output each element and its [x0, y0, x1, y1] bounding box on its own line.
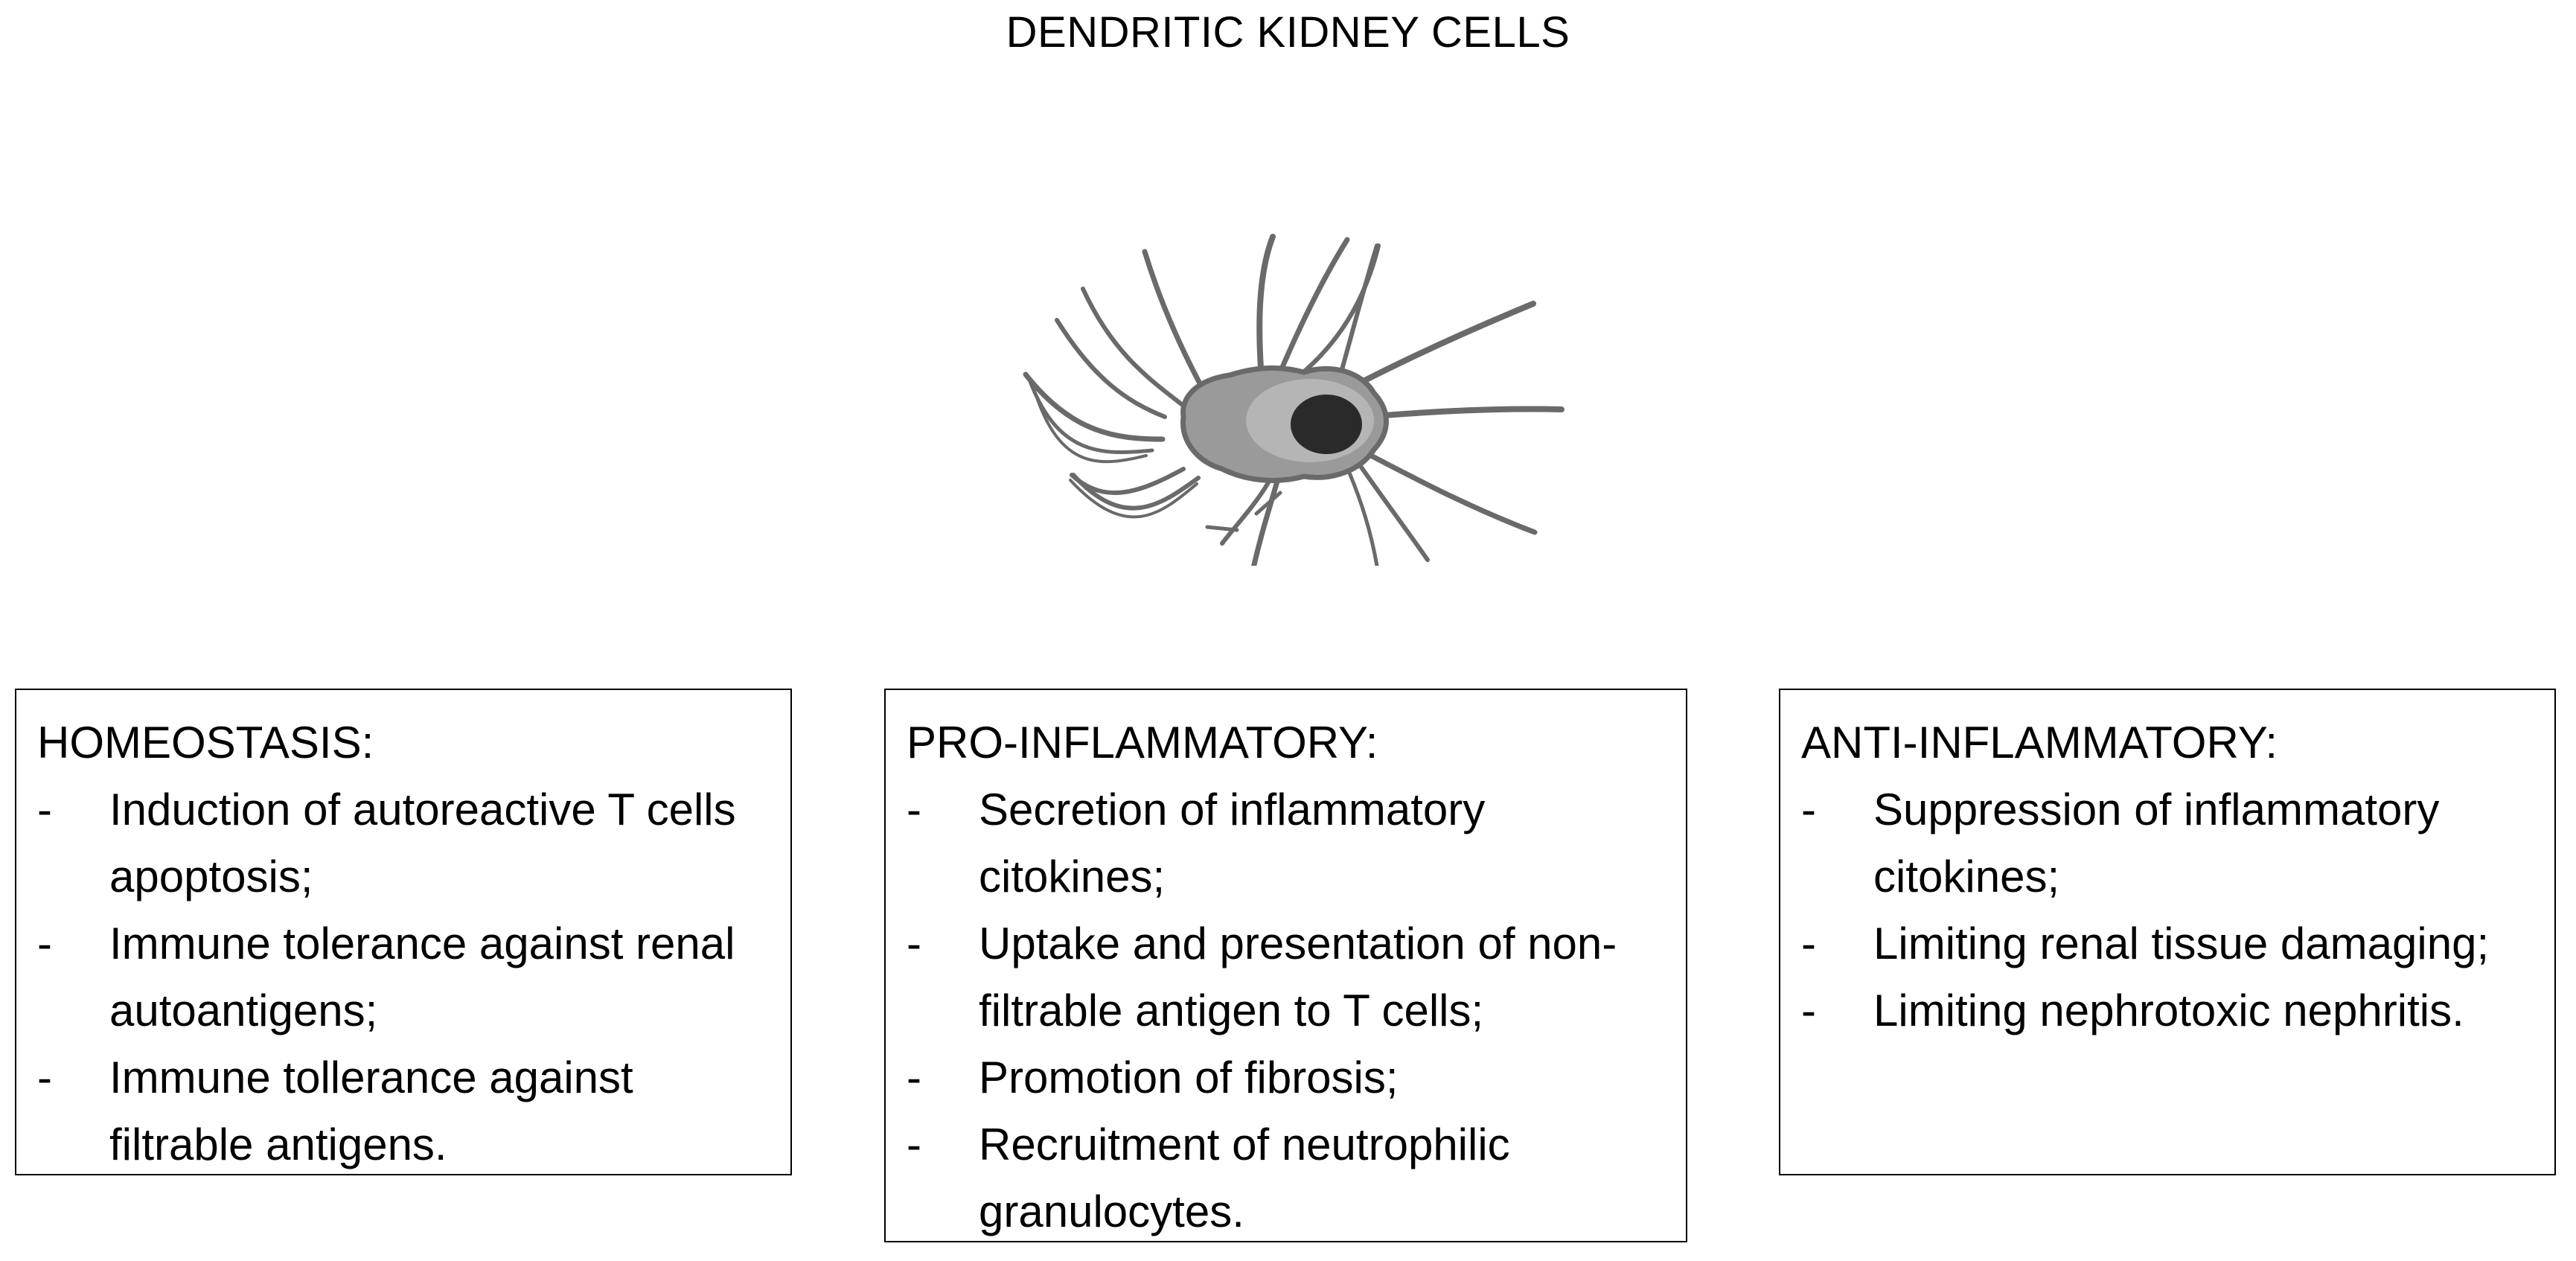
- list-item-text: Promotion of fibrosis;: [979, 1053, 1399, 1102]
- list-item: - Promotion of fibrosis;: [907, 1044, 1678, 1111]
- list-item: - Induction of autoreactive T cells apop…: [37, 776, 783, 910]
- list-item: - Secretion of inflammatory citokines;: [907, 776, 1678, 910]
- list-item-text: Uptake and presentation of non-filtrable…: [979, 919, 1617, 1035]
- list-item: - Limiting renal tissue damaging;: [1801, 910, 2547, 977]
- bullet-list-pro-inflammatory: - Secretion of inflammatory citokines; -…: [907, 776, 1678, 1245]
- list-item: - Recruitment of neutrophilic granulocyt…: [907, 1111, 1678, 1245]
- list-item: - Suppression of inflammatory citokines;: [1801, 776, 2547, 910]
- list-item-text: Induction of autoreactive T cells apopto…: [109, 785, 736, 901]
- list-item: - Immune tolerance against renal autoant…: [37, 910, 783, 1044]
- box-heading-homeostasis: HOMEOSTASIS:: [37, 718, 374, 767]
- bullet-dash-icon: -: [1801, 785, 1816, 834]
- bullet-dash-icon: -: [907, 785, 921, 834]
- bullet-dash-icon: -: [1801, 919, 1816, 968]
- list-item: - Immune tollerance against filtrable an…: [37, 1044, 783, 1178]
- list-item-text: Immune tolerance against renal autoantig…: [109, 919, 735, 1035]
- list-item-text: Limiting renal tissue damaging;: [1873, 919, 2490, 968]
- page-title: DENDRITIC KIDNEY CELLS: [1006, 8, 1570, 57]
- bullet-dash-icon: -: [37, 785, 52, 834]
- cell-nucleus: [1291, 395, 1362, 454]
- bullet-dash-icon: -: [907, 919, 921, 968]
- bullet-dash-icon: -: [907, 1120, 921, 1169]
- list-item-text: Limiting nephrotoxic nephritis.: [1873, 986, 2464, 1035]
- dendrite-branches: [1023, 234, 1565, 566]
- cell-soma: [1180, 365, 1389, 483]
- bullet-list-anti-inflammatory: - Suppression of inflammatory citokines;…: [1801, 776, 2547, 1044]
- info-box-pro-inflammatory: PRO-INFLAMMATORY: - Secretion of inflamm…: [884, 689, 1687, 1242]
- bullet-dash-icon: -: [907, 1053, 921, 1102]
- info-box-homeostasis: HOMEOSTASIS: - Induction of autoreactive…: [15, 689, 792, 1175]
- list-item: - Uptake and presentation of non-filtrab…: [907, 910, 1678, 1044]
- bullet-dash-icon: -: [1801, 986, 1816, 1035]
- bullet-dash-icon: -: [37, 1053, 52, 1102]
- list-item-text: Suppression of inflammatory citokines;: [1873, 785, 2440, 901]
- list-item: - Limiting nephrotoxic nephritis.: [1801, 977, 2547, 1044]
- bullet-list-homeostasis: - Induction of autoreactive T cells apop…: [37, 776, 783, 1178]
- list-item-text: Immune tollerance against filtrable anti…: [109, 1053, 633, 1169]
- bullet-dash-icon: -: [37, 919, 52, 968]
- box-heading-anti-inflammatory: ANTI-INFLAMMATORY:: [1801, 718, 2278, 767]
- box-heading-pro-inflammatory: PRO-INFLAMMATORY:: [907, 718, 1378, 767]
- list-item-text: Secretion of inflammatory citokines;: [979, 785, 1486, 901]
- dendritic-cell-illustration: [960, 194, 1615, 566]
- list-item-text: Recruitment of neutrophilic granulocytes…: [979, 1120, 1510, 1236]
- info-box-anti-inflammatory: ANTI-INFLAMMATORY: - Suppression of infl…: [1779, 689, 2556, 1175]
